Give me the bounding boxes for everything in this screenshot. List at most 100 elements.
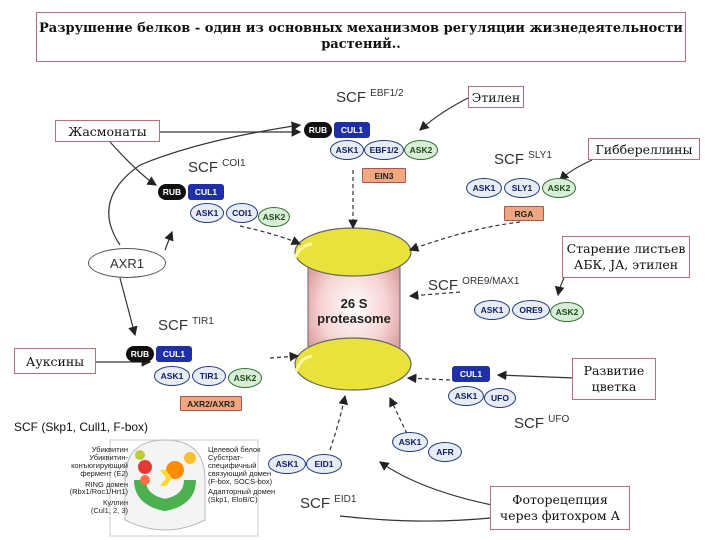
- ask1-coi: ASK1: [190, 203, 224, 223]
- ask2-ebf: ASK2: [404, 140, 438, 160]
- rub-text: RUB: [308, 125, 328, 135]
- scf-eid-label: SCF EID1: [300, 494, 356, 512]
- cul1-ebf: CUL1: [334, 122, 370, 138]
- fbox-text: TIR1: [199, 371, 219, 381]
- rub-ebf: RUB: [304, 122, 332, 138]
- scf-definition-text: SCF (Skp1, Cull1, F-box): [14, 420, 149, 434]
- fbox-text: EBF1/2: [369, 145, 399, 155]
- ask-text: ASK1: [472, 183, 496, 193]
- fbox-coi: COI1: [226, 203, 258, 223]
- scf-text: SCF: [336, 89, 366, 106]
- cul1-coi: CUL1: [188, 184, 224, 200]
- fbox-text: AFR: [436, 447, 454, 457]
- rub-tir: RUB: [126, 346, 154, 362]
- ask-text: ASK1: [398, 437, 422, 447]
- scf-sub: EBF1/2: [370, 88, 404, 99]
- fbox-text: SLY1: [511, 183, 533, 193]
- scf-sub: SLY1: [528, 150, 552, 161]
- axr1-text: AXR1: [110, 255, 144, 271]
- auxins-text: Ауксины: [25, 354, 85, 369]
- scf-sub: ORE9/MAX1: [462, 276, 520, 287]
- ethylene-text: Этилен: [471, 90, 521, 105]
- ask1-eid: ASK1: [268, 454, 306, 474]
- scf-sub: TIR1: [192, 316, 214, 327]
- proteasome-line2: proteasome: [317, 311, 391, 326]
- ask-text: ASK1: [195, 208, 219, 218]
- scf-sly-label: SCF SLY1: [494, 150, 552, 168]
- proteasome-label: 26 S proteasome: [310, 296, 398, 326]
- inset-left-6: Куллин: [102, 498, 128, 508]
- ask1-sly: ASK1: [466, 178, 502, 198]
- fbox-afr: AFR: [428, 442, 462, 462]
- scf-text: SCF: [158, 317, 188, 334]
- ask-text: ASK1: [335, 145, 359, 155]
- scf-text: SCF: [188, 159, 218, 176]
- flower-line1: Развитие: [583, 363, 645, 378]
- scf-sub: UFO: [548, 414, 570, 425]
- target-text: AXR2/AXR3: [187, 398, 235, 409]
- inset-left-5: (Rbx1/Roc1/Hrt1): [69, 487, 128, 497]
- auxins-label: Ауксины: [14, 348, 96, 374]
- inset-left-2: конъюгирующий: [71, 460, 128, 470]
- fbox-text: EID1: [314, 459, 334, 469]
- fbox-text: ORE9: [519, 305, 543, 315]
- ask1-tir: ASK1: [154, 366, 190, 386]
- cul1-tir: CUL1: [156, 346, 192, 362]
- target-text: EIN3: [374, 170, 394, 181]
- inset-left-labels: Убиквитин Убиквитин- конъюгирующий ферме…: [66, 446, 128, 515]
- ask-text: ASK1: [275, 459, 299, 469]
- gibberellins-text: Гиббереллины: [595, 142, 693, 157]
- scf-sub: COI1: [222, 158, 246, 169]
- ask2-text: ASK2: [547, 183, 571, 193]
- fbox-ore: ORE9: [512, 300, 550, 320]
- inset-left-7: (Cul1, 2, 3): [90, 506, 128, 516]
- proteasome: [293, 227, 412, 391]
- fbox-text: COI1: [232, 208, 252, 218]
- inset-left-1: Убиквитин-: [89, 452, 128, 462]
- ask1-ufo: ASK1: [448, 386, 484, 406]
- fbox-eid: EID1: [306, 454, 342, 474]
- fbox-text: UFO: [491, 393, 509, 403]
- fbox-ufo: UFO: [484, 388, 516, 408]
- ask2-sly: ASK2: [542, 178, 576, 198]
- scf-tir-label: SCF TIR1: [158, 316, 214, 334]
- inset-right-6: (Skp1, EloB/C): [208, 495, 258, 505]
- title-box: Разрушение белков - один из основных мех…: [36, 12, 686, 62]
- ask2-text: ASK2: [262, 212, 286, 222]
- jasmonates-label: Жасмонаты: [55, 120, 160, 142]
- ask2-tir: ASK2: [228, 368, 262, 388]
- scf-definition: SCF (Skp1, Cull1, F-box): [14, 420, 148, 434]
- ask-text: ASK1: [480, 305, 504, 315]
- inset-right-0: Целевой белок: [208, 445, 261, 454]
- axr-substrate: AXR2/AXR3: [180, 396, 242, 411]
- flower-label: Развитие цветка: [572, 358, 656, 400]
- ethylene-label: Этилен: [468, 86, 524, 108]
- cul-text: CUL1: [340, 125, 364, 135]
- cul-text: CUL1: [162, 349, 186, 359]
- ask1-ore: ASK1: [474, 300, 510, 320]
- flower-line2: цветка: [591, 378, 637, 394]
- inset-right-1: Субстрат-: [208, 452, 243, 462]
- ask2-text: ASK2: [555, 307, 579, 317]
- fbox-sly: SLY1: [504, 178, 540, 198]
- target-text: RGA: [514, 208, 534, 219]
- ask2-text: ASK2: [233, 373, 257, 383]
- inset-left-4: RING домен: [85, 479, 128, 489]
- cul-text: CUL1: [194, 187, 218, 197]
- rub-text: RUB: [130, 349, 150, 359]
- scf-text: SCF: [494, 151, 524, 168]
- senescence-line2: АБК, JA, этилен: [573, 256, 679, 272]
- ask1-ebf: ASK1: [330, 140, 364, 160]
- page-title: Разрушение белков - один из основных мех…: [39, 21, 683, 53]
- scf-coi-label: SCF COI1: [188, 158, 246, 176]
- cul-text: CUL1: [459, 369, 483, 379]
- inset-left-3: фермент (E2): [80, 468, 128, 478]
- inset-right-3: связующий домен: [208, 468, 272, 478]
- axr1-node: AXR1: [88, 248, 166, 278]
- scf-ufo-label: SCF UFO: [514, 414, 569, 432]
- photo-line1: Фоторецепция: [512, 492, 608, 507]
- rub-coi: RUB: [158, 184, 186, 200]
- scf-sub: EID1: [334, 494, 357, 505]
- ask-text: ASK1: [454, 391, 478, 401]
